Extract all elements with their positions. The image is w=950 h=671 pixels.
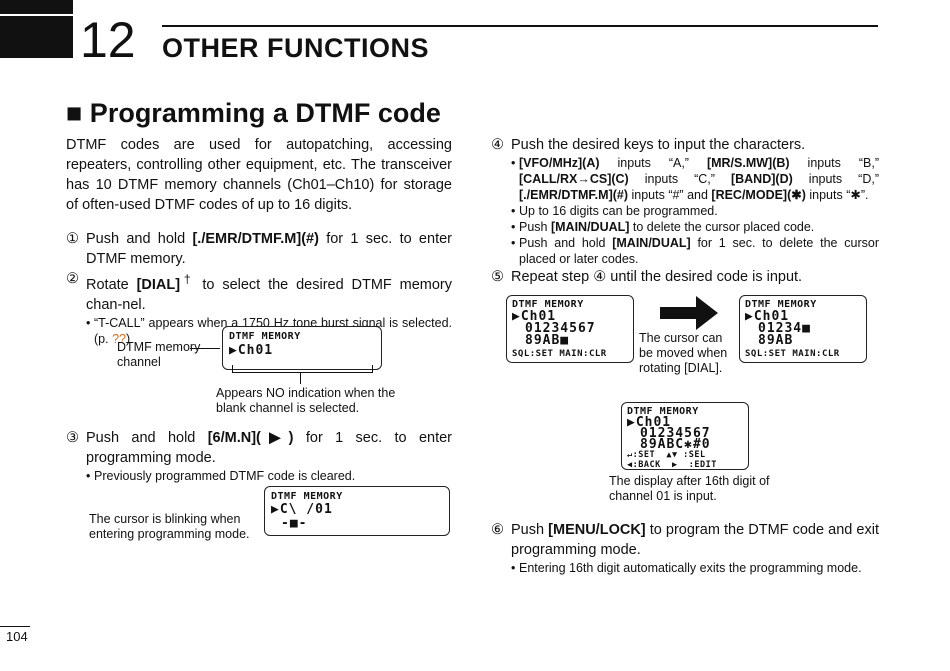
blank-channel-note: Appears NO indication when the blank cha… [216,386,396,415]
lcd-dtmf-memory-1: DTMF MEMORY ▶Ch01 [222,326,382,370]
lcd-dtmf-memory-2: DTMF MEMORY ▶C\ /01 -■- [264,486,450,536]
lcd-title: DTMF MEMORY [512,299,584,310]
dtmf-memory-channel-label: DTMF memory channel [117,340,201,369]
page-reference[interactable]: ?? [112,331,126,346]
right-arrow-icon [660,296,718,330]
leader-line [190,348,220,349]
lcd-softkeys-1: ↵:SET ▲▼ :SEL [627,450,706,460]
lcd-channel: ▶Ch01 [229,343,274,358]
page-number: 104 [6,629,28,644]
bracket-left [232,365,233,373]
left-column: DTMF codes are used for autopatching, ac… [66,135,452,347]
lcd-dtmf-memory-4: DTMF MEMORY ▶Ch01 01234■ 89AB SQL:SET MA… [739,295,867,363]
lcd-dtmf-memory-3: DTMF MEMORY ▶Ch01 01234567 89AB■ SQL:SET… [506,295,634,363]
lcd-cursor: -■- [281,516,308,531]
lcd-code-line-2: 89AB [758,333,794,348]
chapter-tab [0,0,73,58]
lcd-code-line-1: 01234567 [640,426,711,441]
lcd-code-line-1: 01234■ [758,321,811,336]
step-4-delete-later-note: •Push and hold [MAIN/DUAL] for 1 sec. to… [511,236,879,266]
lcd-code-line-2: 89ABC✱#0 [640,437,711,452]
lcd-channel: ▶C\ /01 [271,502,333,517]
step-6-note: •Entering 16th digit automatically exits… [511,561,862,575]
section-title: ■ Programming a DTMF code [66,98,441,128]
lcd-code-line-1: 01234567 [525,321,596,336]
bracket-right [372,365,373,373]
lcd-softkeys-2: ◀:BACK ▶ :EDIT [627,460,717,470]
chapter-number: 12 [80,12,136,68]
cursor-blinking-caption: The cursor is blinking when entering pro… [89,512,250,541]
lcd-channel: ▶Ch01 [745,309,790,324]
step-3-note: •Previously programmed DTMF code is clea… [86,469,356,483]
lcd-title: DTMF MEMORY [271,491,343,502]
step-4-delete-note: •Push [MAIN/DUAL] to delete the cursor p… [511,220,815,234]
intro-paragraph: DTMF codes are used for autopatching, ac… [66,137,452,213]
lcd-code-line-2: 89AB■ [525,333,570,348]
step-4-digits-note: •Up to 16 digits can be programmed. [511,204,718,218]
bracket-leader [300,372,301,384]
chapter-rule [162,25,878,27]
chapter-title: OTHER FUNCTIONS [162,33,429,63]
page-rule [0,626,30,627]
lcd-title: DTMF MEMORY [627,406,699,417]
lcd-title: DTMF MEMORY [229,331,301,342]
lcd-softkeys: SQL:SET MAIN:CLR [745,349,840,359]
lcd-title: DTMF MEMORY [745,299,817,310]
lcd-softkeys: SQL:SET MAIN:CLR [512,349,607,359]
lcd-channel: ▶Ch01 [627,415,672,430]
lcd-channel: ▶Ch01 [512,309,557,324]
cursor-move-caption: The cursor can be moved when rotating [D… [639,331,728,375]
bracket-bottom [232,372,373,373]
lcd-dtmf-memory-5: DTMF MEMORY ▶Ch01 01234567 89ABC✱#0 ↵:SE… [621,402,749,470]
after-16th-digit-caption: The display after 16th digit of channel … [609,474,770,503]
step-4-keys: •[VFO/MHz](A) inputs “A,” [MR/S.MW](B) i… [511,156,880,202]
